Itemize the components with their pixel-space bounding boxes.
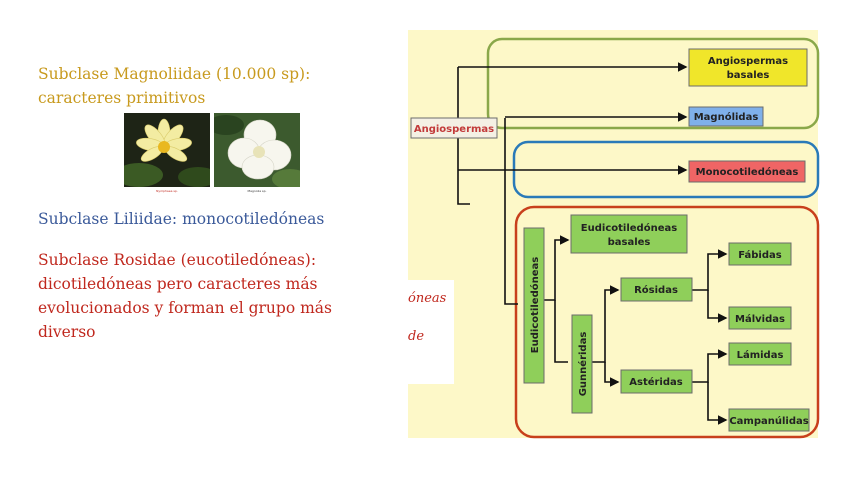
node-rosidas: [620, 277, 693, 302]
label-angiospermas-basales-1: Angiospermas: [708, 56, 788, 67]
liliidae-text: Subclase Liliidae: monocotiledóneas: [38, 210, 325, 228]
water-lily-caption: Nymphaea sp.: [156, 189, 178, 193]
node-asteridas: [620, 369, 693, 394]
edge-campanulidas: [707, 382, 728, 425]
edge-to-gunneridas: [554, 300, 568, 363]
label-gunneridas: Gunnéridas: [577, 332, 589, 397]
label-magnolidas: Magnólidas: [694, 111, 759, 123]
label-fabidas: Fábidas: [738, 249, 781, 261]
label-eudicot-basales-2: basales: [608, 237, 651, 248]
label-angiospermas: Angiospermas: [414, 124, 494, 135]
edge-fabidas: [692, 249, 728, 291]
node-angiospermas: [410, 117, 498, 139]
trunk-line: [457, 67, 470, 205]
label-lamidas: Lámidas: [737, 349, 784, 361]
edge-rosidas: [592, 285, 620, 363]
rosidae-text: Subclase Rosidae (eucotiledóneas): dicot…: [38, 251, 332, 341]
fragment-text-1: óneas: [408, 291, 447, 306]
edge-lamidas: [692, 349, 728, 383]
water-lily-photo: [115, 113, 218, 187]
basal-group-outline: [486, 37, 820, 130]
label-asteridas: Astéridas: [629, 376, 683, 388]
node-fabidas: [728, 242, 792, 266]
inset-slide-fragment: [408, 280, 454, 384]
node-eudicotiledoneas: [523, 227, 545, 384]
node-malvidas: [728, 306, 792, 330]
node-lamidas: [728, 342, 792, 366]
label-eudicot-basales-1: Eudicotiledóneas: [581, 222, 677, 234]
inner-trunk: [504, 118, 518, 305]
eudicot-group-outline: [514, 205, 820, 439]
node-gunneridas: [571, 314, 593, 414]
label-angiospermas-basales-2: basales: [727, 70, 770, 81]
label-campanulidas: Campanúlidas: [729, 415, 808, 427]
label-eudicotiledoneas: Eudicotiledóneas: [529, 257, 541, 353]
edge-asteridas: [604, 362, 620, 387]
label-malvidas: Málvidas: [735, 313, 785, 325]
magnoliidae-text: Subclase Magnoliidae (10.000 sp): caract…: [38, 65, 311, 107]
fragment-text-2: de: [408, 329, 424, 344]
edge-malvidas: [707, 290, 728, 323]
node-monocotiledoneas: [688, 160, 806, 183]
node-magnolidas: [688, 106, 764, 127]
node-eudicotiledoneas-basales: [570, 214, 688, 254]
node-angiospermas-basales: [688, 48, 808, 87]
edge-eudicot-basales: [544, 235, 570, 301]
magnolia-caption: Magnolia sp.: [247, 189, 267, 193]
node-campanulidas: [728, 408, 810, 432]
label-monocotiledoneas: Monocotiledóneas: [696, 166, 799, 178]
label-rosidas: Rósidas: [634, 284, 678, 296]
magnolia-photo: [208, 113, 308, 189]
